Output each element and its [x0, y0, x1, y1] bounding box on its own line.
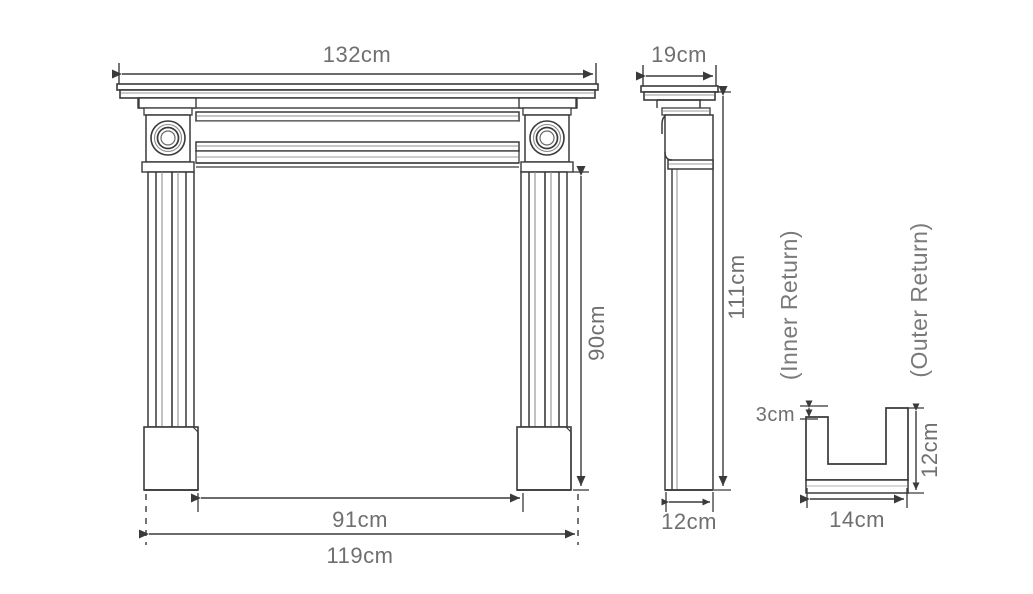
right-corbel-block — [518, 97, 577, 173]
dim-label-outer-leg-span: 119cm — [327, 543, 394, 568]
dimension-opening-height: 90cm — [573, 166, 609, 491]
dim-label-opening-height: 90cm — [584, 305, 609, 361]
dim-label-return-width: 14cm — [829, 507, 885, 532]
dim-label-overall-height: 111cm — [724, 254, 749, 319]
dimension-shelf-depth: 19cm — [636, 42, 717, 86]
front-elevation-view — [116, 83, 599, 491]
dim-label-leg-depth: 12cm — [661, 509, 717, 534]
right-leg — [516, 171, 572, 491]
left-roundel-icon — [150, 120, 186, 156]
mantel-shelf — [116, 83, 599, 99]
frieze-band — [137, 97, 578, 168]
side-elevation-view — [640, 85, 719, 491]
dimension-shelf-width: 132cm — [112, 42, 597, 84]
dim-label-shelf-depth: 19cm — [651, 42, 707, 67]
label-inner-return: (Inner Return) — [776, 230, 802, 380]
return-profile-view — [805, 405, 909, 494]
left-leg — [143, 171, 199, 491]
dimension-outer-leg-span: 119cm — [139, 494, 579, 568]
dimension-leg-depth: 12cm — [661, 492, 717, 534]
dim-label-return-height: 12cm — [917, 422, 942, 478]
dimension-return-lip: 3cm — [756, 400, 818, 426]
dimension-overall-height: 111cm — [714, 86, 749, 491]
dim-label-return-lip: 3cm — [756, 404, 795, 426]
right-roundel-icon — [529, 120, 565, 156]
dim-label-shelf-width: 132cm — [323, 42, 392, 67]
left-corbel-block — [138, 97, 197, 173]
dimension-return-width: 14cm — [800, 488, 908, 532]
dimension-opening-width: 91cm — [191, 493, 524, 532]
dimension-return-height: 12cm — [906, 403, 942, 494]
label-outer-return: (Outer Return) — [906, 222, 932, 377]
dim-label-opening-width: 91cm — [332, 507, 388, 532]
